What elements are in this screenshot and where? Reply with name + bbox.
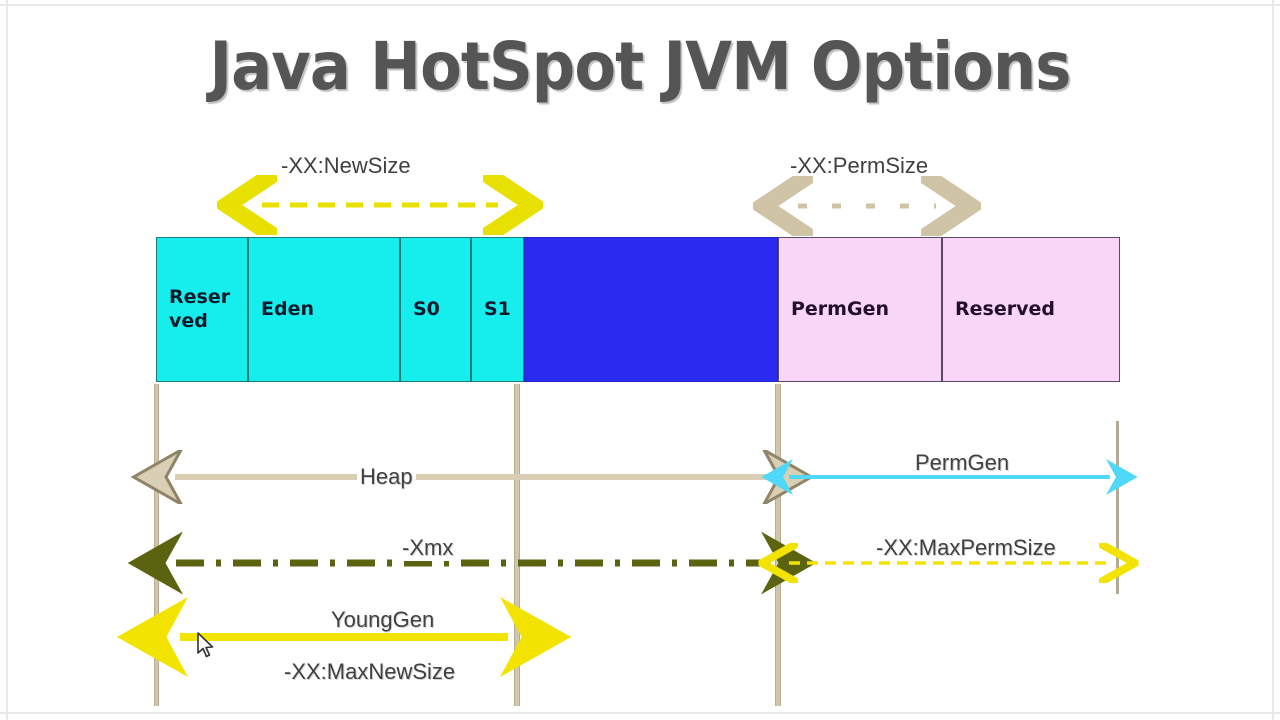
memory-block-permgen[interactable]: PermGen (778, 237, 942, 382)
frame-border-left (6, 0, 8, 720)
memory-block-survivor-1[interactable]: S1 (471, 237, 524, 382)
memory-block-label: S0 (413, 297, 440, 320)
memory-block-reserved-perm[interactable]: Reserved (942, 237, 1120, 382)
arrow-label-younggen: YoungGen (331, 607, 435, 632)
frame-border-top (0, 4, 1280, 6)
arrow-label-maxnewsize: -XX:MaxNewSize (284, 659, 456, 684)
memory-block-label: Reserved (955, 297, 1055, 320)
memory-block-survivor-0[interactable]: S0 (400, 237, 471, 382)
guide-line-permgen-start (775, 384, 781, 706)
guide-line-younggen-end (514, 384, 520, 706)
memory-block-old-gen[interactable] (524, 237, 778, 382)
memory-block-label: Eden (261, 297, 314, 320)
memory-block-reserved-young[interactable]: Reser ved (156, 237, 248, 382)
annotation-label-newsize: -XX:NewSize (281, 153, 411, 178)
memory-block-label: S1 (484, 297, 511, 320)
frame-border-right (1272, 0, 1274, 720)
annotation-label-permsize: -XX:PermSize (790, 153, 929, 178)
page-title: Java HotSpot JVM Options (209, 28, 1072, 105)
guide-line-heap-start (154, 384, 159, 706)
memory-block-label: Reser ved (169, 285, 231, 332)
arrow-label-xmx: -Xmx (398, 535, 458, 561)
arrow-label-heap: Heap (357, 464, 416, 490)
arrow-label-maxpermsize: -XX:MaxPermSize (876, 535, 1056, 560)
arrow-label-permgen: PermGen (915, 450, 1010, 475)
frame-border-bottom (0, 712, 1280, 714)
mouse-pointer-icon (197, 632, 214, 658)
memory-block-eden[interactable]: Eden (248, 237, 400, 382)
memory-block-label: PermGen (791, 297, 889, 320)
guide-line-permgen-end (1116, 421, 1119, 594)
